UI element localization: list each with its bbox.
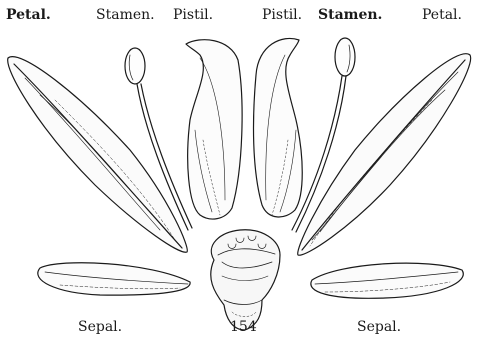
label-stamen-left: Stamen. xyxy=(96,7,155,23)
label-sepal-left: Sepal. xyxy=(78,319,122,335)
sepal-right-drawing xyxy=(311,263,463,298)
label-pistil-right: Pistil. xyxy=(262,7,302,23)
figure-number: 154 xyxy=(230,319,257,335)
pistil-left-drawing xyxy=(186,40,242,219)
label-stamen-right: Stamen. xyxy=(318,7,382,23)
receptacle-drawing xyxy=(211,230,280,330)
pistil-right-drawing xyxy=(254,38,303,217)
sepal-left-drawing xyxy=(38,263,190,295)
label-sepal-right: Sepal. xyxy=(357,319,401,335)
label-pistil-left: Pistil. xyxy=(173,7,213,23)
label-petal-right: Petal. xyxy=(422,7,462,23)
petal-left-drawing xyxy=(8,57,188,253)
label-petal-left: Petal. xyxy=(6,7,51,23)
